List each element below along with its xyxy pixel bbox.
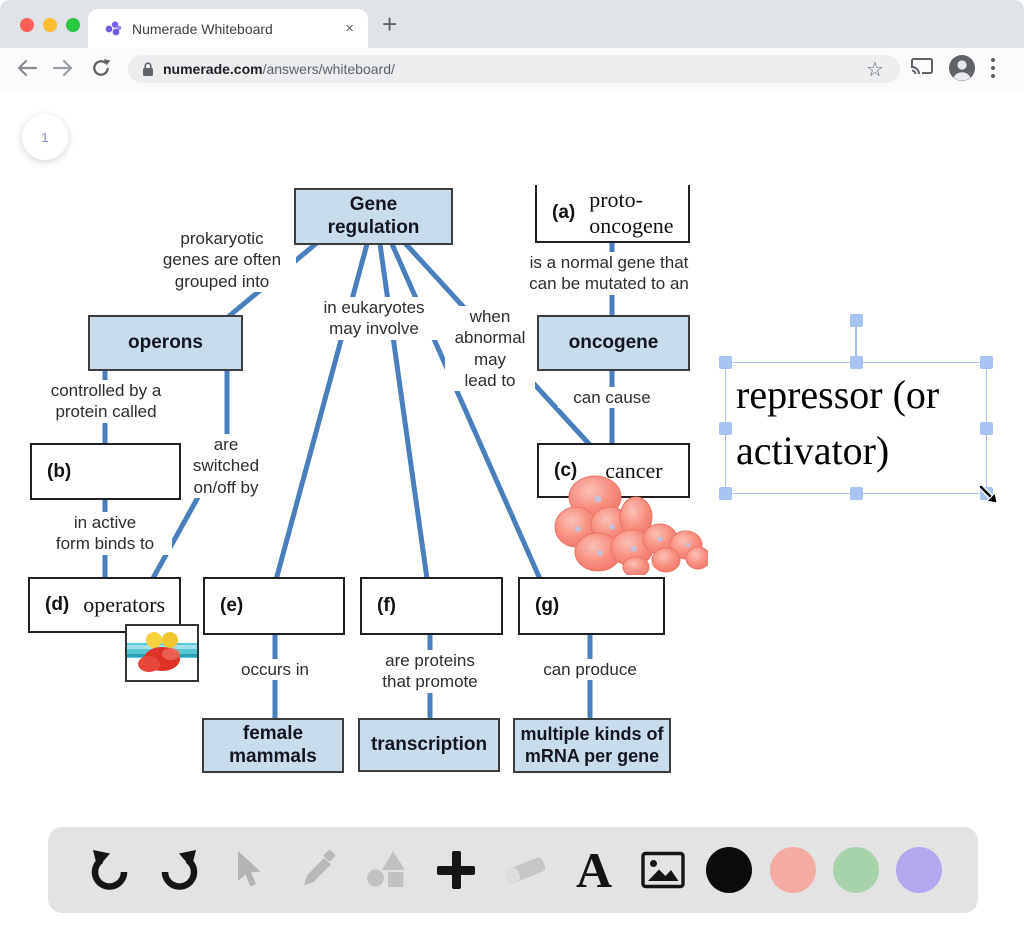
edge-label-normal-gene[interactable]: is a normal gene that can be mutated to …: [505, 252, 713, 295]
node-female-mammals[interactable]: female mammals: [202, 718, 344, 773]
forward-button[interactable]: [48, 53, 78, 83]
edge-label-when-abnormal[interactable]: when abnormal may lead to: [445, 306, 535, 391]
node-a-word: proto-oncogene: [589, 187, 674, 238]
eraser-tool-button[interactable]: [499, 844, 551, 896]
new-tab-button[interactable]: +: [382, 9, 398, 39]
resize-handle-e[interactable]: [980, 421, 993, 435]
redo-button[interactable]: [153, 844, 205, 896]
node-d-word: operators: [83, 592, 166, 617]
edge-label-switched[interactable]: are switched on/off by: [184, 434, 268, 498]
add-tool-button[interactable]: [430, 844, 482, 896]
node-f-prefix: (f): [377, 595, 396, 616]
selected-text-object[interactable]: repressor (or activator): [719, 314, 993, 500]
lock-icon: [143, 61, 153, 76]
edge-label-prokaryotic[interactable]: prokaryotic genes are often grouped into: [148, 228, 296, 292]
edge-label-controlled[interactable]: controlled by a protein called: [28, 380, 184, 423]
resize-handle-sw[interactable]: [719, 487, 732, 500]
cancer-cells-image[interactable]: [548, 475, 711, 578]
edge-label-occurs-in[interactable]: occurs in: [220, 659, 330, 681]
address-bar[interactable]: numerade.com/answers/whiteboard/: [128, 55, 900, 83]
node-mrna[interactable]: multiple kinds of mRNA per gene: [513, 718, 671, 773]
color-green-swatch[interactable]: [832, 847, 879, 893]
edge-label-eukaryotes[interactable]: in eukaryotes may involve: [308, 297, 440, 340]
text-tool-button[interactable]: A: [576, 842, 613, 898]
node-b-blank[interactable]: (b): [30, 443, 181, 500]
node-b-prefix: (b): [47, 460, 72, 482]
mouse-cursor: [978, 484, 998, 504]
image-tool-button[interactable]: [637, 844, 689, 896]
url-path: /answers/whiteboard/: [262, 61, 395, 77]
node-oncogene[interactable]: oncogene: [537, 315, 690, 371]
resize-handle-w[interactable]: [719, 421, 732, 435]
url-domain: numerade.com: [163, 61, 263, 77]
node-g-blank[interactable]: (g): [518, 577, 665, 635]
resize-handle-s[interactable]: [849, 487, 863, 500]
plus-icon: [436, 851, 475, 889]
edge-label-in-active[interactable]: in active form binds to: [38, 512, 172, 555]
node-d-operators[interactable]: (d) operators: [28, 577, 181, 633]
page-number-badge[interactable]: 1: [22, 114, 68, 160]
color-pink-swatch[interactable]: [769, 847, 816, 893]
browser-tab[interactable]: Numerade Whiteboard ×: [88, 9, 368, 48]
color-purple-swatch[interactable]: [895, 847, 942, 893]
bookmark-star-icon[interactable]: ☆: [866, 59, 884, 81]
profile-avatar[interactable]: [948, 54, 976, 87]
close-window-button[interactable]: [20, 18, 34, 32]
reload-button[interactable]: [86, 53, 116, 83]
node-e-prefix: (e): [220, 595, 244, 616]
tab-title: Numerade Whiteboard: [132, 20, 273, 37]
undo-button[interactable]: [84, 844, 136, 896]
edge-label-can-produce[interactable]: can produce: [528, 659, 652, 681]
menu-dots-icon[interactable]: [990, 57, 996, 84]
numerade-favicon: [105, 20, 122, 35]
rotation-stem: [855, 327, 857, 363]
node-g-prefix: (g): [535, 595, 560, 616]
close-tab-icon[interactable]: ×: [345, 20, 354, 37]
browser-navbar: numerade.com/answers/whiteboard/ ☆: [0, 48, 1024, 91]
cast-icon[interactable]: [910, 56, 934, 81]
select-tool-button[interactable]: [222, 844, 274, 896]
back-button[interactable]: [12, 53, 42, 83]
concept-map-connectors: [102, 240, 615, 721]
pencil-tool-button[interactable]: [291, 844, 343, 896]
whiteboard-toolbar: A: [48, 827, 978, 913]
tab-strip: Numerade Whiteboard × +: [0, 0, 1024, 48]
color-black-swatch[interactable]: [706, 847, 753, 893]
node-a-prefix: (a): [552, 202, 576, 223]
node-e-blank[interactable]: (e): [203, 577, 345, 635]
repressor-dna-image[interactable]: [125, 624, 199, 682]
resize-handle-nw[interactable]: [719, 356, 732, 369]
node-transcription[interactable]: transcription: [358, 718, 500, 772]
fullscreen-window-button[interactable]: [66, 18, 80, 32]
url-text: numerade.com/answers/whiteboard/: [163, 61, 395, 77]
node-c-prefix: (c): [554, 459, 578, 481]
whiteboard-canvas[interactable]: 1 prokaryotic genes are often grouped in…: [0, 90, 1024, 928]
resize-handle-n[interactable]: [849, 356, 863, 369]
node-d-prefix: (d): [45, 594, 70, 615]
edge-label-can-cause[interactable]: can cause: [558, 387, 666, 409]
node-gene-regulation[interactable]: Gene regulation: [294, 188, 453, 245]
shapes-tool-button[interactable]: [361, 844, 413, 896]
rotate-handle[interactable]: [849, 314, 863, 327]
edge-label-proteins-promote[interactable]: are proteins that promote: [356, 650, 504, 693]
node-f-blank[interactable]: (f): [360, 577, 503, 635]
node-a-proto-oncogene[interactable]: (a) proto-oncogene: [535, 185, 690, 243]
repressor-text[interactable]: repressor (or activator): [736, 372, 940, 473]
resize-handle-ne[interactable]: [980, 356, 993, 369]
node-operons[interactable]: operons: [88, 315, 243, 371]
minimize-window-button[interactable]: [43, 18, 57, 32]
node-c-word: cancer: [605, 457, 663, 483]
